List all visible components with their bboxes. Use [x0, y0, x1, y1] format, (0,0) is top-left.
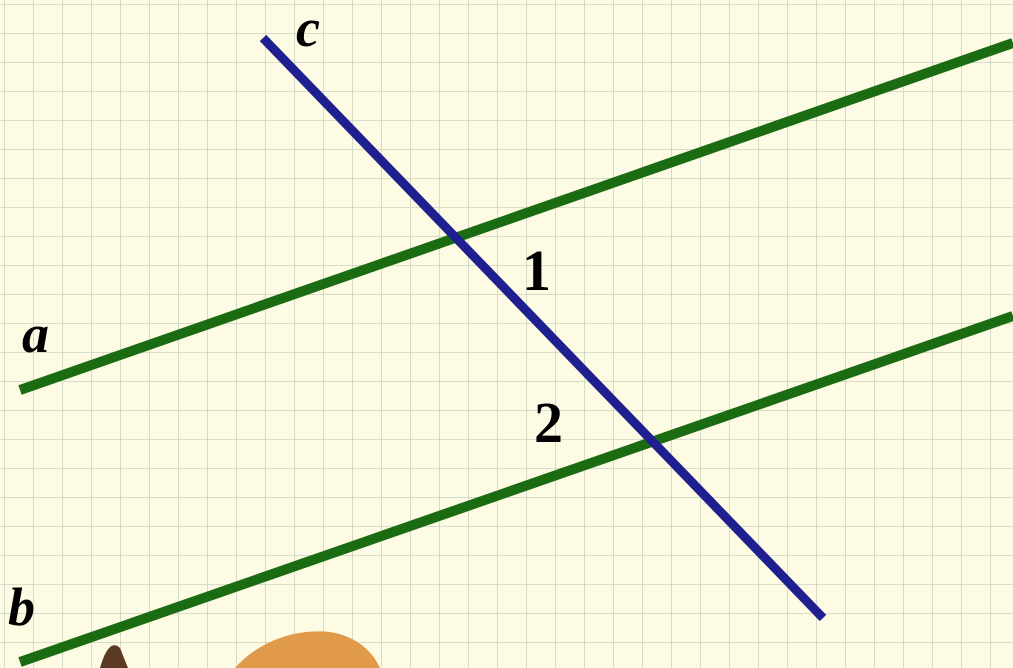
line-b	[18, 311, 1013, 667]
label-c: c	[296, 0, 320, 58]
angle-1-label: 1	[522, 238, 551, 303]
line-c	[259, 34, 827, 622]
decorative-shape-dark	[100, 645, 128, 668]
label-a: a	[22, 304, 49, 364]
decorative-shape	[235, 631, 380, 668]
label-b: b	[8, 577, 35, 637]
line-a	[18, 38, 1013, 395]
angle-2-label: 2	[534, 390, 563, 455]
